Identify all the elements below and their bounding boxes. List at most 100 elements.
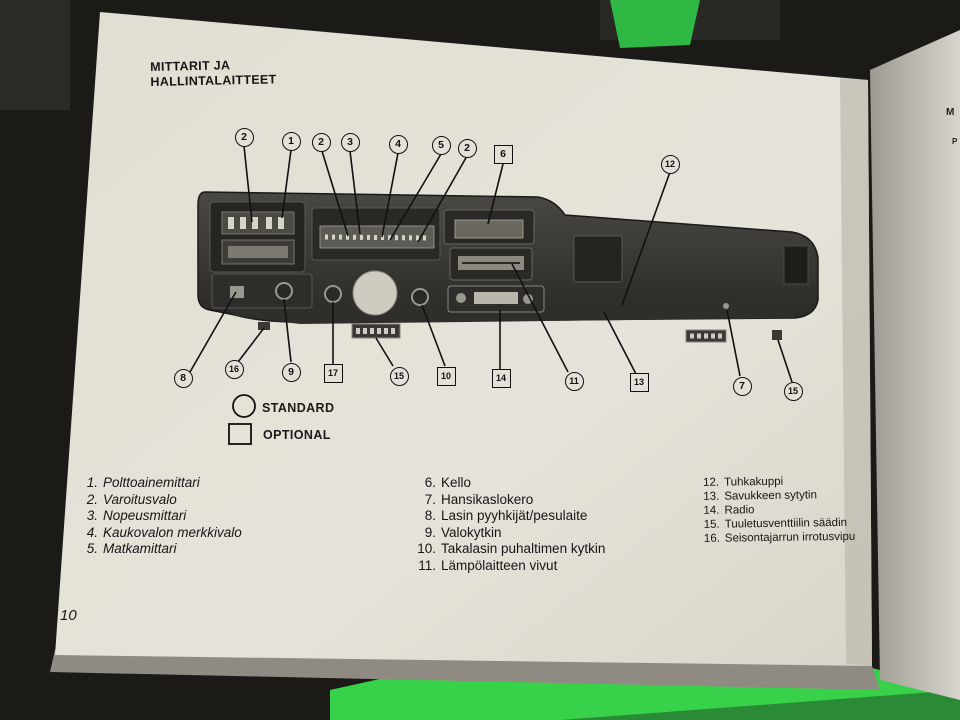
item-text: Hansikaslokero	[441, 491, 534, 507]
rear-blower-switch	[411, 288, 429, 306]
item-number: 12.	[703, 476, 720, 489]
leader-line	[237, 327, 265, 363]
item-text: Savukkeen sytytin	[724, 489, 818, 503]
list-item: 16. Seisontajarrun irrotusvipu	[696, 530, 856, 546]
item-number: 11.	[418, 557, 436, 573]
item-number: 2.	[86, 491, 98, 507]
bg-object-left	[0, 0, 70, 110]
item-text: Lämpölaitteen vivut	[441, 557, 558, 573]
radio-knob-left	[456, 293, 466, 303]
wiper-switch	[230, 286, 244, 298]
leader-line	[281, 149, 292, 219]
item-text: Matkamittari	[103, 541, 177, 556]
item-text: Tuuletusventtiilin säädin	[724, 516, 848, 531]
leader-line	[321, 150, 349, 237]
light-switch	[275, 282, 293, 300]
callout-bottom-2: 9	[281, 362, 301, 382]
item-text: Lasin pyyhkijät/pesulaite	[441, 508, 588, 523]
callout-bottom-3: 17	[323, 363, 343, 383]
callout-bottom-10: 15	[783, 381, 803, 401]
list-item: 7. Hansikaslokero	[412, 492, 605, 509]
callout-bottom-0: 8	[173, 368, 193, 388]
callout-bottom-7: 11	[564, 371, 584, 391]
leader-line	[511, 263, 569, 373]
callout-bottom-4: 15	[389, 366, 409, 386]
right-vent-knob	[772, 330, 782, 340]
callout-top-3: 3	[340, 132, 360, 152]
steering-column	[352, 270, 398, 316]
right-page-text-2: P	[952, 137, 958, 146]
gutter-shade	[840, 78, 872, 666]
gauge-tick	[240, 217, 246, 229]
right-page-text-1: M	[946, 107, 955, 118]
optional-symbol-icon	[228, 423, 252, 445]
callout-bottom-5: 10	[436, 366, 456, 386]
right-vent	[783, 245, 809, 285]
leader-line	[389, 153, 442, 241]
list-item: 8. Lasin pyyhkijät/pesulaite	[412, 508, 605, 525]
leader-line	[417, 155, 468, 243]
callout-top-2: 2	[311, 132, 331, 152]
item-text: Polttoainemittari	[103, 475, 200, 490]
callout-top-7: 6	[493, 144, 513, 164]
rear-defroster-switch	[324, 285, 342, 303]
item-number: 4.	[86, 524, 98, 540]
legend-standard-label: STANDARD	[262, 401, 335, 415]
callout-bottom-1: 16	[224, 359, 244, 379]
item-number: 14.	[703, 504, 720, 517]
callout-top-8: 12	[660, 154, 680, 174]
callout-top-4: 4	[388, 134, 408, 154]
list-item: 5. Matkamittari	[78, 541, 242, 558]
list-item: 9. Valokytkin	[412, 525, 605, 542]
legend-optional-label: OPTIONAL	[263, 428, 331, 442]
leader-line	[189, 291, 237, 373]
list-item: 2. Varoitusvalo	[78, 492, 242, 509]
item-text: Seisontajarrun irrotusvipu	[724, 530, 856, 545]
callout-bottom-9: 7	[732, 376, 752, 396]
item-number: 7.	[424, 491, 436, 507]
green-object-shadow	[560, 690, 960, 720]
leader-line	[243, 145, 253, 223]
parking-brake-release	[258, 322, 270, 330]
leader-line	[283, 298, 292, 363]
gauge-tick	[252, 217, 258, 229]
standard-symbol-icon	[232, 394, 256, 418]
ashtray	[573, 235, 623, 283]
radio-dial	[474, 292, 518, 304]
callout-top-5: 5	[431, 135, 451, 155]
glovebox-lock	[723, 303, 729, 309]
leader-line	[421, 304, 446, 367]
item-number: 5.	[86, 541, 98, 556]
green-object-top	[610, 0, 700, 48]
left-page	[55, 12, 872, 666]
item-text: Nopeusmittari	[103, 508, 187, 523]
item-text: Radio	[724, 504, 755, 517]
leader-line	[621, 171, 671, 306]
item-text: Valokytkin	[441, 524, 502, 540]
leader-line	[603, 311, 637, 375]
callout-top-6: 2	[457, 138, 477, 158]
callout-bottom-6: 14	[491, 368, 511, 388]
item-text: Varoitusvalo	[103, 491, 177, 507]
callout-top-1: 1	[281, 131, 301, 151]
gauge-tick	[278, 217, 284, 229]
list-item: 6. Kello	[412, 475, 605, 492]
item-number: 1.	[86, 475, 98, 490]
callout-top-0: 2	[234, 127, 254, 147]
item-number: 15.	[703, 518, 720, 531]
list-item: 10. Takalasin puhaltimen kytkin	[412, 541, 605, 558]
item-number: 9.	[424, 524, 436, 540]
list-item: 3. Nopeusmittari	[78, 508, 242, 525]
title-line-2: HALLINTALAITTEET	[150, 72, 277, 89]
item-number: 3.	[86, 508, 98, 523]
radio-knob-right	[523, 294, 533, 304]
gauge-tick	[266, 217, 272, 229]
page-number: 10	[60, 607, 77, 624]
item-number: 8.	[424, 508, 436, 523]
leader-line	[349, 150, 361, 235]
